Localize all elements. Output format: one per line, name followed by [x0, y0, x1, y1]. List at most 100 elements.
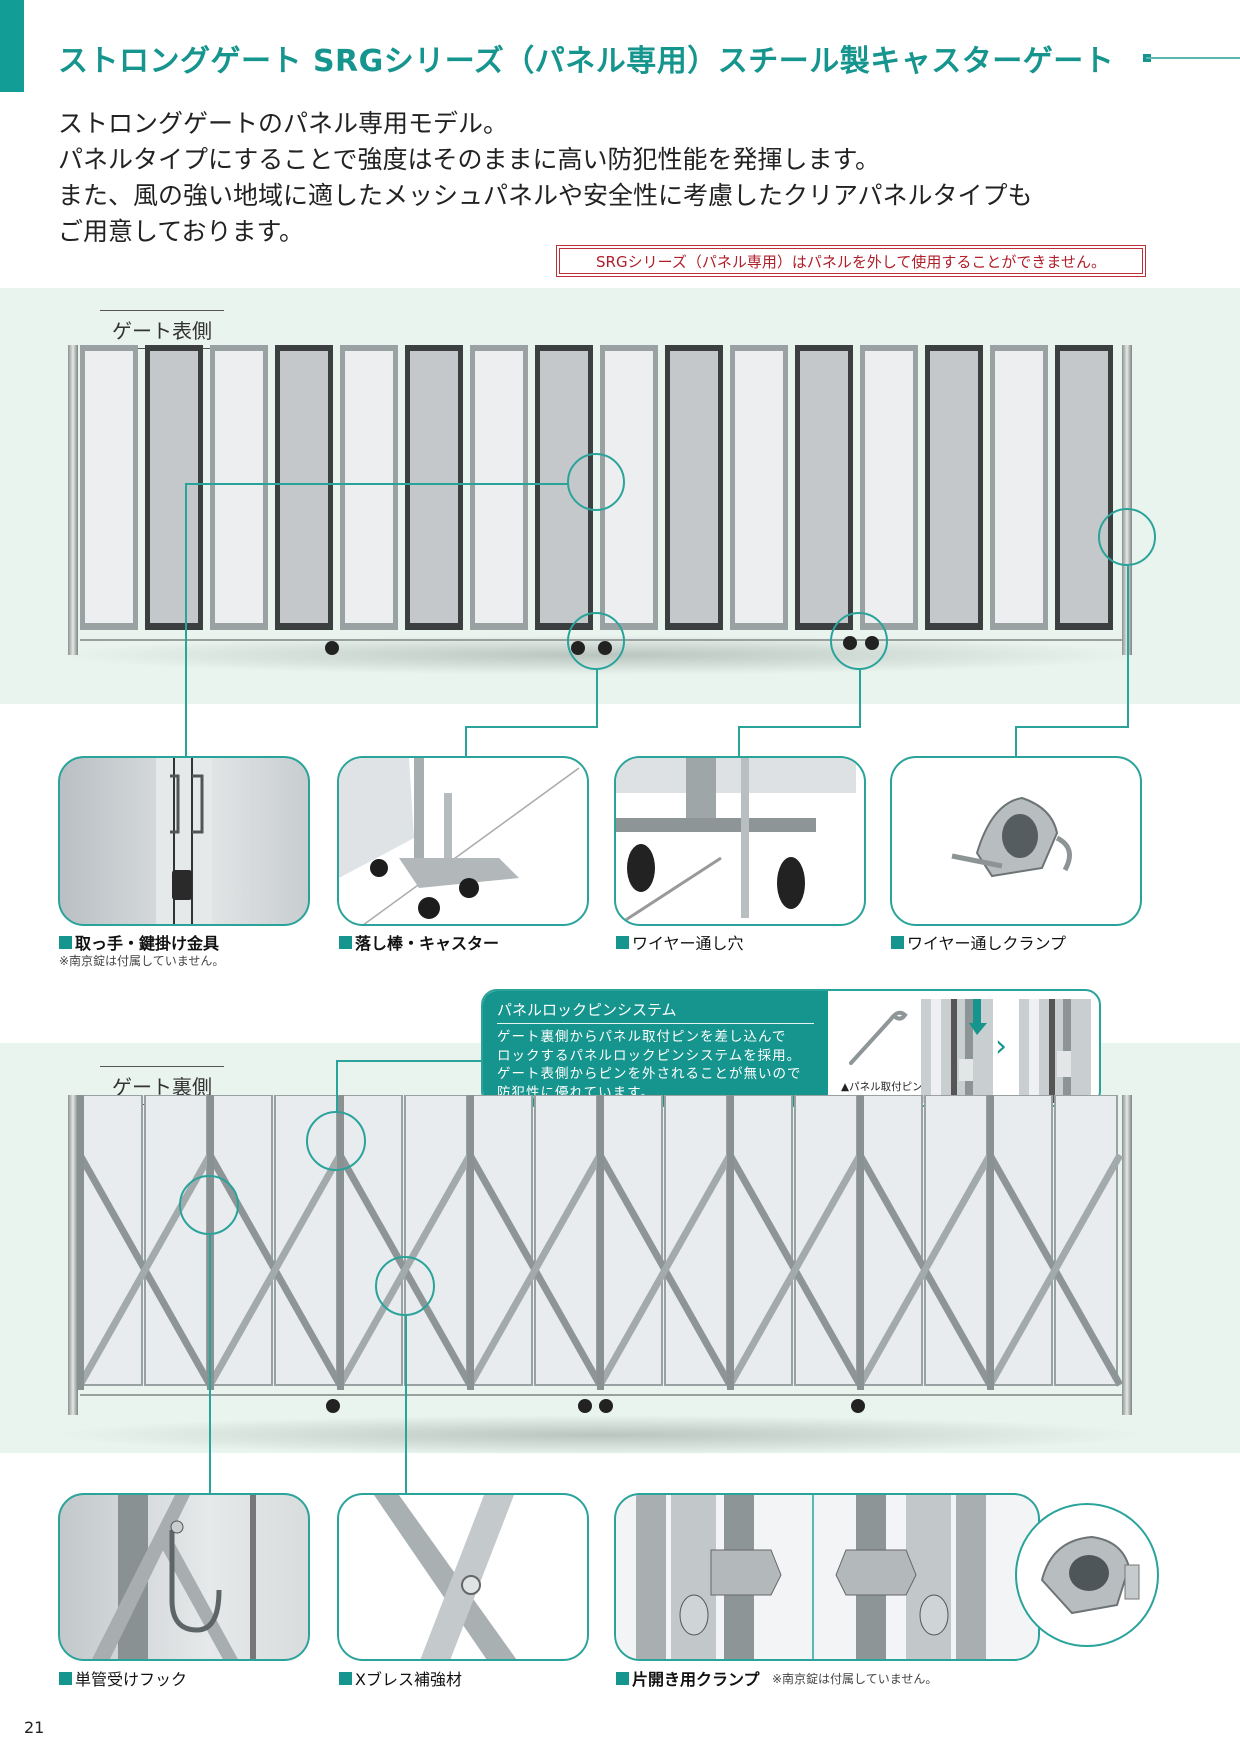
- panel: [1054, 1095, 1118, 1386]
- panel: [729, 1095, 793, 1386]
- panel: [859, 1095, 923, 1386]
- panel-pin-icon: [849, 1010, 908, 1065]
- caster-wheel: [599, 1399, 613, 1413]
- wire-clamp-photo-icon: [951, 796, 1072, 878]
- x-brace: [856, 1153, 994, 1387]
- panel: [469, 1095, 533, 1386]
- leader-line: [336, 1060, 338, 1112]
- detail-photo-handle-lock: [58, 756, 310, 926]
- post: [467, 1095, 474, 1390]
- notice-box: SRGシリーズ（パネル専用）はパネルを外して使用することができません。: [556, 245, 1146, 277]
- panel: [345, 351, 393, 623]
- intro-text: ストロングゲートのパネル専用モデル。 パネルタイプにすることで強度はそのままに高…: [58, 106, 1033, 250]
- x-brace: [206, 1153, 344, 1387]
- callout-handle: [567, 453, 625, 511]
- side-tab-accent: [0, 0, 24, 92]
- panel: [280, 351, 328, 623]
- caster-wheel: [325, 641, 339, 655]
- body-line: ゲート裏側からパネル取付ピンを差し込んで: [497, 1029, 787, 1045]
- panel: [404, 1095, 468, 1386]
- front-view-label: ゲート表側: [100, 310, 224, 349]
- panel: [794, 1095, 858, 1386]
- end-post-left: [68, 345, 78, 655]
- caption-text: ワイヤー通し穴: [632, 934, 744, 953]
- down-arrow-icon: [969, 999, 987, 1035]
- caption-wire-hole: ワイヤー通し穴: [616, 930, 744, 954]
- x-brace: [596, 1153, 734, 1387]
- panel: [989, 1095, 1053, 1386]
- callout-pipe-hook: [179, 1175, 239, 1235]
- title-rule: [1146, 57, 1240, 59]
- intro-line: また、風の強い地域に適したメッシュパネルや安全性に考慮したクリアパネルタイプも: [58, 181, 1033, 210]
- leader-line: [405, 1316, 407, 1493]
- page-number: 21: [24, 1718, 45, 1737]
- body-line: ゲート表側からピンを外されることが無いので: [497, 1066, 802, 1082]
- leader-line: [738, 726, 861, 728]
- front-gate-illustration: [68, 345, 1132, 655]
- end-post-left: [68, 1095, 78, 1415]
- single-swing-clamp-photo-icon: [636, 1495, 986, 1659]
- detail-photo-wire-clamp: [890, 756, 1142, 926]
- detail-photo-single-swing-clamp: [614, 1493, 1040, 1661]
- caption-square-icon: [339, 1671, 352, 1685]
- caption-text: 取っ手・鍵掛け金具: [75, 934, 220, 953]
- panel: [664, 1095, 728, 1386]
- floor-shadow: [50, 1415, 1150, 1455]
- pin-insert-after-photo: [1019, 999, 1091, 1103]
- back-panels: [79, 1095, 1118, 1386]
- caption-x-brace: Xブレス補強材: [339, 1666, 462, 1690]
- panel: [534, 1095, 598, 1386]
- intro-line: ストロングゲートのパネル専用モデル。: [58, 109, 509, 138]
- panel: [599, 1095, 663, 1386]
- panel: [995, 351, 1043, 623]
- detail-photo-pipe-hook: [58, 1493, 310, 1661]
- post: [337, 1095, 344, 1390]
- page-title: ストロングゲート SRGシリーズ（パネル専用）スチール製キャスターゲート: [58, 44, 1115, 79]
- panel: [735, 351, 783, 623]
- x-brace: [466, 1153, 604, 1387]
- post: [77, 1095, 84, 1390]
- post: [727, 1095, 734, 1390]
- detail-photo-x-brace: [337, 1493, 589, 1661]
- post: [597, 1095, 604, 1390]
- leader-line: [1015, 726, 1129, 728]
- panel: [865, 351, 913, 623]
- note-handle-lock: ※南京錠は付属していません。: [59, 954, 225, 968]
- post: [987, 1095, 994, 1390]
- drop-rod-caster-photo-icon: [339, 758, 580, 924]
- panel: [79, 1095, 143, 1386]
- caster-wheel: [851, 1399, 865, 1413]
- end-post-right: [1122, 345, 1132, 655]
- x-brace-photo-icon: [374, 1495, 517, 1659]
- detail-photo-wire-hole: [614, 756, 866, 926]
- back-gate-illustration: [68, 1095, 1132, 1415]
- caption-square-icon: [616, 1671, 629, 1685]
- leader-line: [336, 1060, 482, 1062]
- caption-text: ワイヤー通しクランプ: [907, 934, 1067, 953]
- caption-text: 単管受けフック: [75, 1670, 188, 1689]
- leader-line: [465, 726, 598, 728]
- caption-handle-lock: 取っ手・鍵掛け金具: [59, 930, 219, 954]
- caption-wire-clamp: ワイヤー通しクランプ: [891, 930, 1066, 954]
- callout-caster: [567, 612, 625, 670]
- caption-pipe-hook: 単管受けフック: [59, 1666, 187, 1690]
- caption-square-icon: [339, 935, 352, 949]
- post: [857, 1095, 864, 1390]
- wire-hole-photo-icon: [616, 758, 856, 924]
- x-brace: [726, 1153, 864, 1387]
- panel: [475, 351, 523, 623]
- callout-wire-hole: [830, 612, 888, 670]
- caption-square-icon: [59, 935, 72, 949]
- caption-text: 落し棒・キャスター: [355, 934, 500, 953]
- caption-square-icon: [59, 1671, 72, 1685]
- caster-wheel: [326, 1399, 340, 1413]
- panel-lock-pin-title: パネルロックピンシステム: [497, 999, 814, 1024]
- next-step-arrow-icon: ›: [995, 1029, 1007, 1064]
- clamp-closeup-icon: [1040, 1535, 1140, 1615]
- leader-line: [859, 670, 861, 727]
- panel-pin-label: ▲パネル取付ピン: [841, 1081, 923, 1093]
- pipe-hook-photo-icon: [92, 1495, 256, 1659]
- panel-lock-pin-description: パネルロックピンシステム ゲート裏側からパネル取付ピンを差し込んで ロックするパ…: [483, 991, 828, 1105]
- panel: [930, 351, 978, 623]
- caption-drop-rod-caster: 落し棒・キャスター: [339, 930, 499, 954]
